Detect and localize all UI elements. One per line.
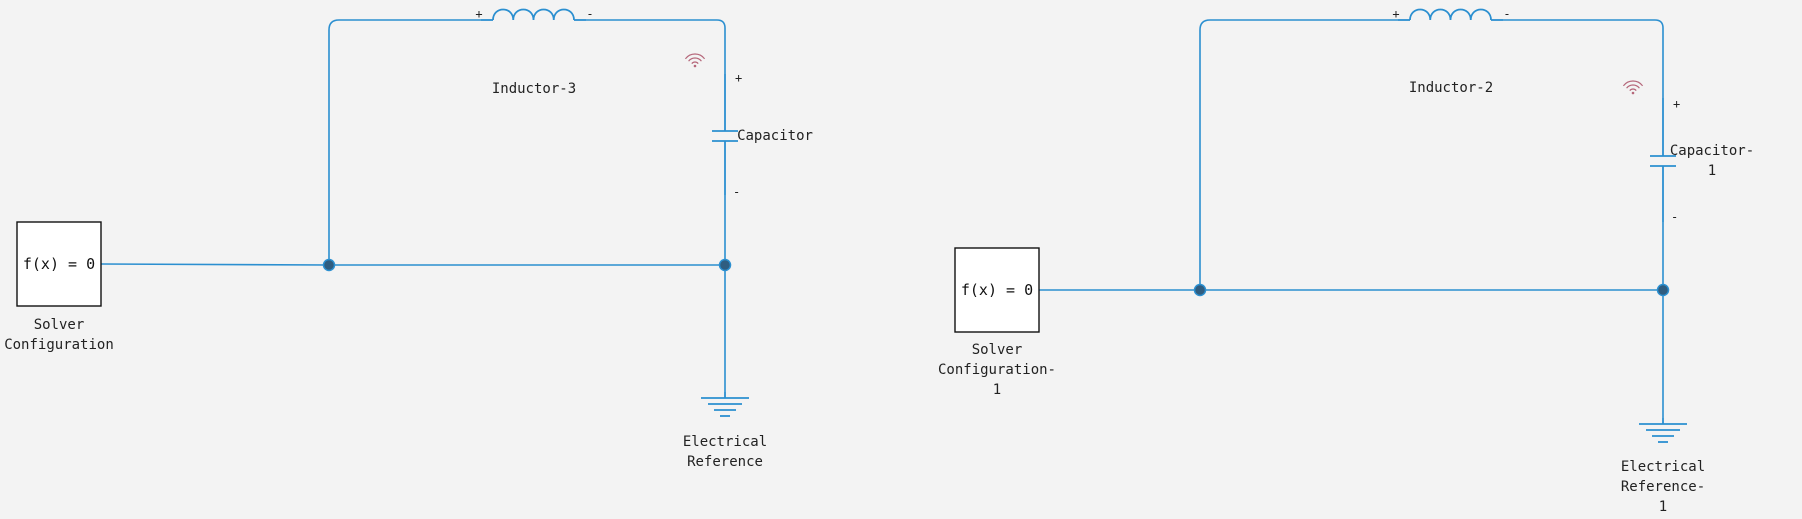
signal-dot xyxy=(693,64,697,68)
signal-logging-icon[interactable] xyxy=(684,53,706,68)
ground-icon[interactable] xyxy=(1639,418,1687,443)
reference-label: Electrical xyxy=(1621,459,1705,475)
inductor-label: Inductor-2 xyxy=(1409,80,1493,96)
solver-configuration-block[interactable]: f(x) = 0 xyxy=(954,247,1040,333)
solver-label: Solver xyxy=(972,342,1023,358)
inductor-minus-sign: - xyxy=(586,7,593,21)
capacitor-icon[interactable] xyxy=(712,74,738,195)
solver-configuration-block[interactable]: f(x) = 0 xyxy=(16,221,102,307)
solver-label: Solver xyxy=(34,317,85,333)
signal-dot xyxy=(1631,91,1635,95)
wire-left-top[interactable] xyxy=(1199,19,1398,290)
junction-node[interactable] xyxy=(322,258,336,272)
reference-label: 1 xyxy=(1659,499,1667,515)
solver-expression: f(x) = 0 xyxy=(961,281,1033,299)
capacitor-plus-sign: + xyxy=(1673,97,1680,111)
inductor-coil xyxy=(1409,8,1492,21)
capacitor-icon[interactable] xyxy=(1650,98,1676,222)
capacitor-minus-sign: - xyxy=(733,185,740,199)
junction-node[interactable] xyxy=(1656,283,1670,297)
signal-arc xyxy=(1622,80,1644,87)
inductor-label: Inductor-3 xyxy=(492,81,576,97)
capacitor-label: Capacitor xyxy=(737,128,813,144)
wire-right-top[interactable] xyxy=(1503,19,1664,98)
signal-arc xyxy=(691,61,699,65)
signal-arc xyxy=(684,53,706,60)
reference-label: Reference xyxy=(687,454,763,470)
ground-icon[interactable] xyxy=(701,392,749,417)
capacitor-minus-sign: - xyxy=(1671,210,1678,224)
capacitor-label: Capacitor- xyxy=(1670,143,1754,159)
solver-expression: f(x) = 0 xyxy=(23,255,95,273)
solver-box[interactable] xyxy=(16,221,102,307)
inductor-plus-sign: + xyxy=(1392,7,1399,21)
capacitor-label: 1 xyxy=(1708,163,1716,179)
junction-node[interactable] xyxy=(718,258,732,272)
reference-label: Reference- xyxy=(1621,479,1705,495)
signal-arc xyxy=(1629,88,1637,92)
wire-solver[interactable] xyxy=(100,263,330,266)
circuit-2: +-Inductor-2+-Capacitor-1ElectricalRefer… xyxy=(938,7,1754,515)
wire-left-top[interactable] xyxy=(328,19,481,265)
signal-logging-icon[interactable] xyxy=(1622,80,1644,95)
inductor-icon[interactable] xyxy=(1398,8,1503,21)
inductor-plus-sign: + xyxy=(475,7,482,21)
signal-arc xyxy=(1626,84,1640,89)
inductor-coil xyxy=(492,8,575,21)
solver-box[interactable] xyxy=(954,247,1040,333)
junction-node[interactable] xyxy=(1193,283,1207,297)
solver-label: Configuration xyxy=(4,337,114,353)
solver-label: Configuration- xyxy=(938,362,1056,378)
signal-arc xyxy=(688,57,702,62)
solver-label: 1 xyxy=(993,382,1001,398)
inductor-icon[interactable] xyxy=(481,8,586,21)
capacitor-plus-sign: + xyxy=(735,71,742,85)
circuit-1: + - Inductor-3 + - CapacitorElectricalReferen… xyxy=(4,7,813,470)
reference-label: Electrical xyxy=(683,434,767,450)
inductor-minus-sign: - xyxy=(1503,7,1510,21)
wire-right-top[interactable] xyxy=(586,19,726,74)
